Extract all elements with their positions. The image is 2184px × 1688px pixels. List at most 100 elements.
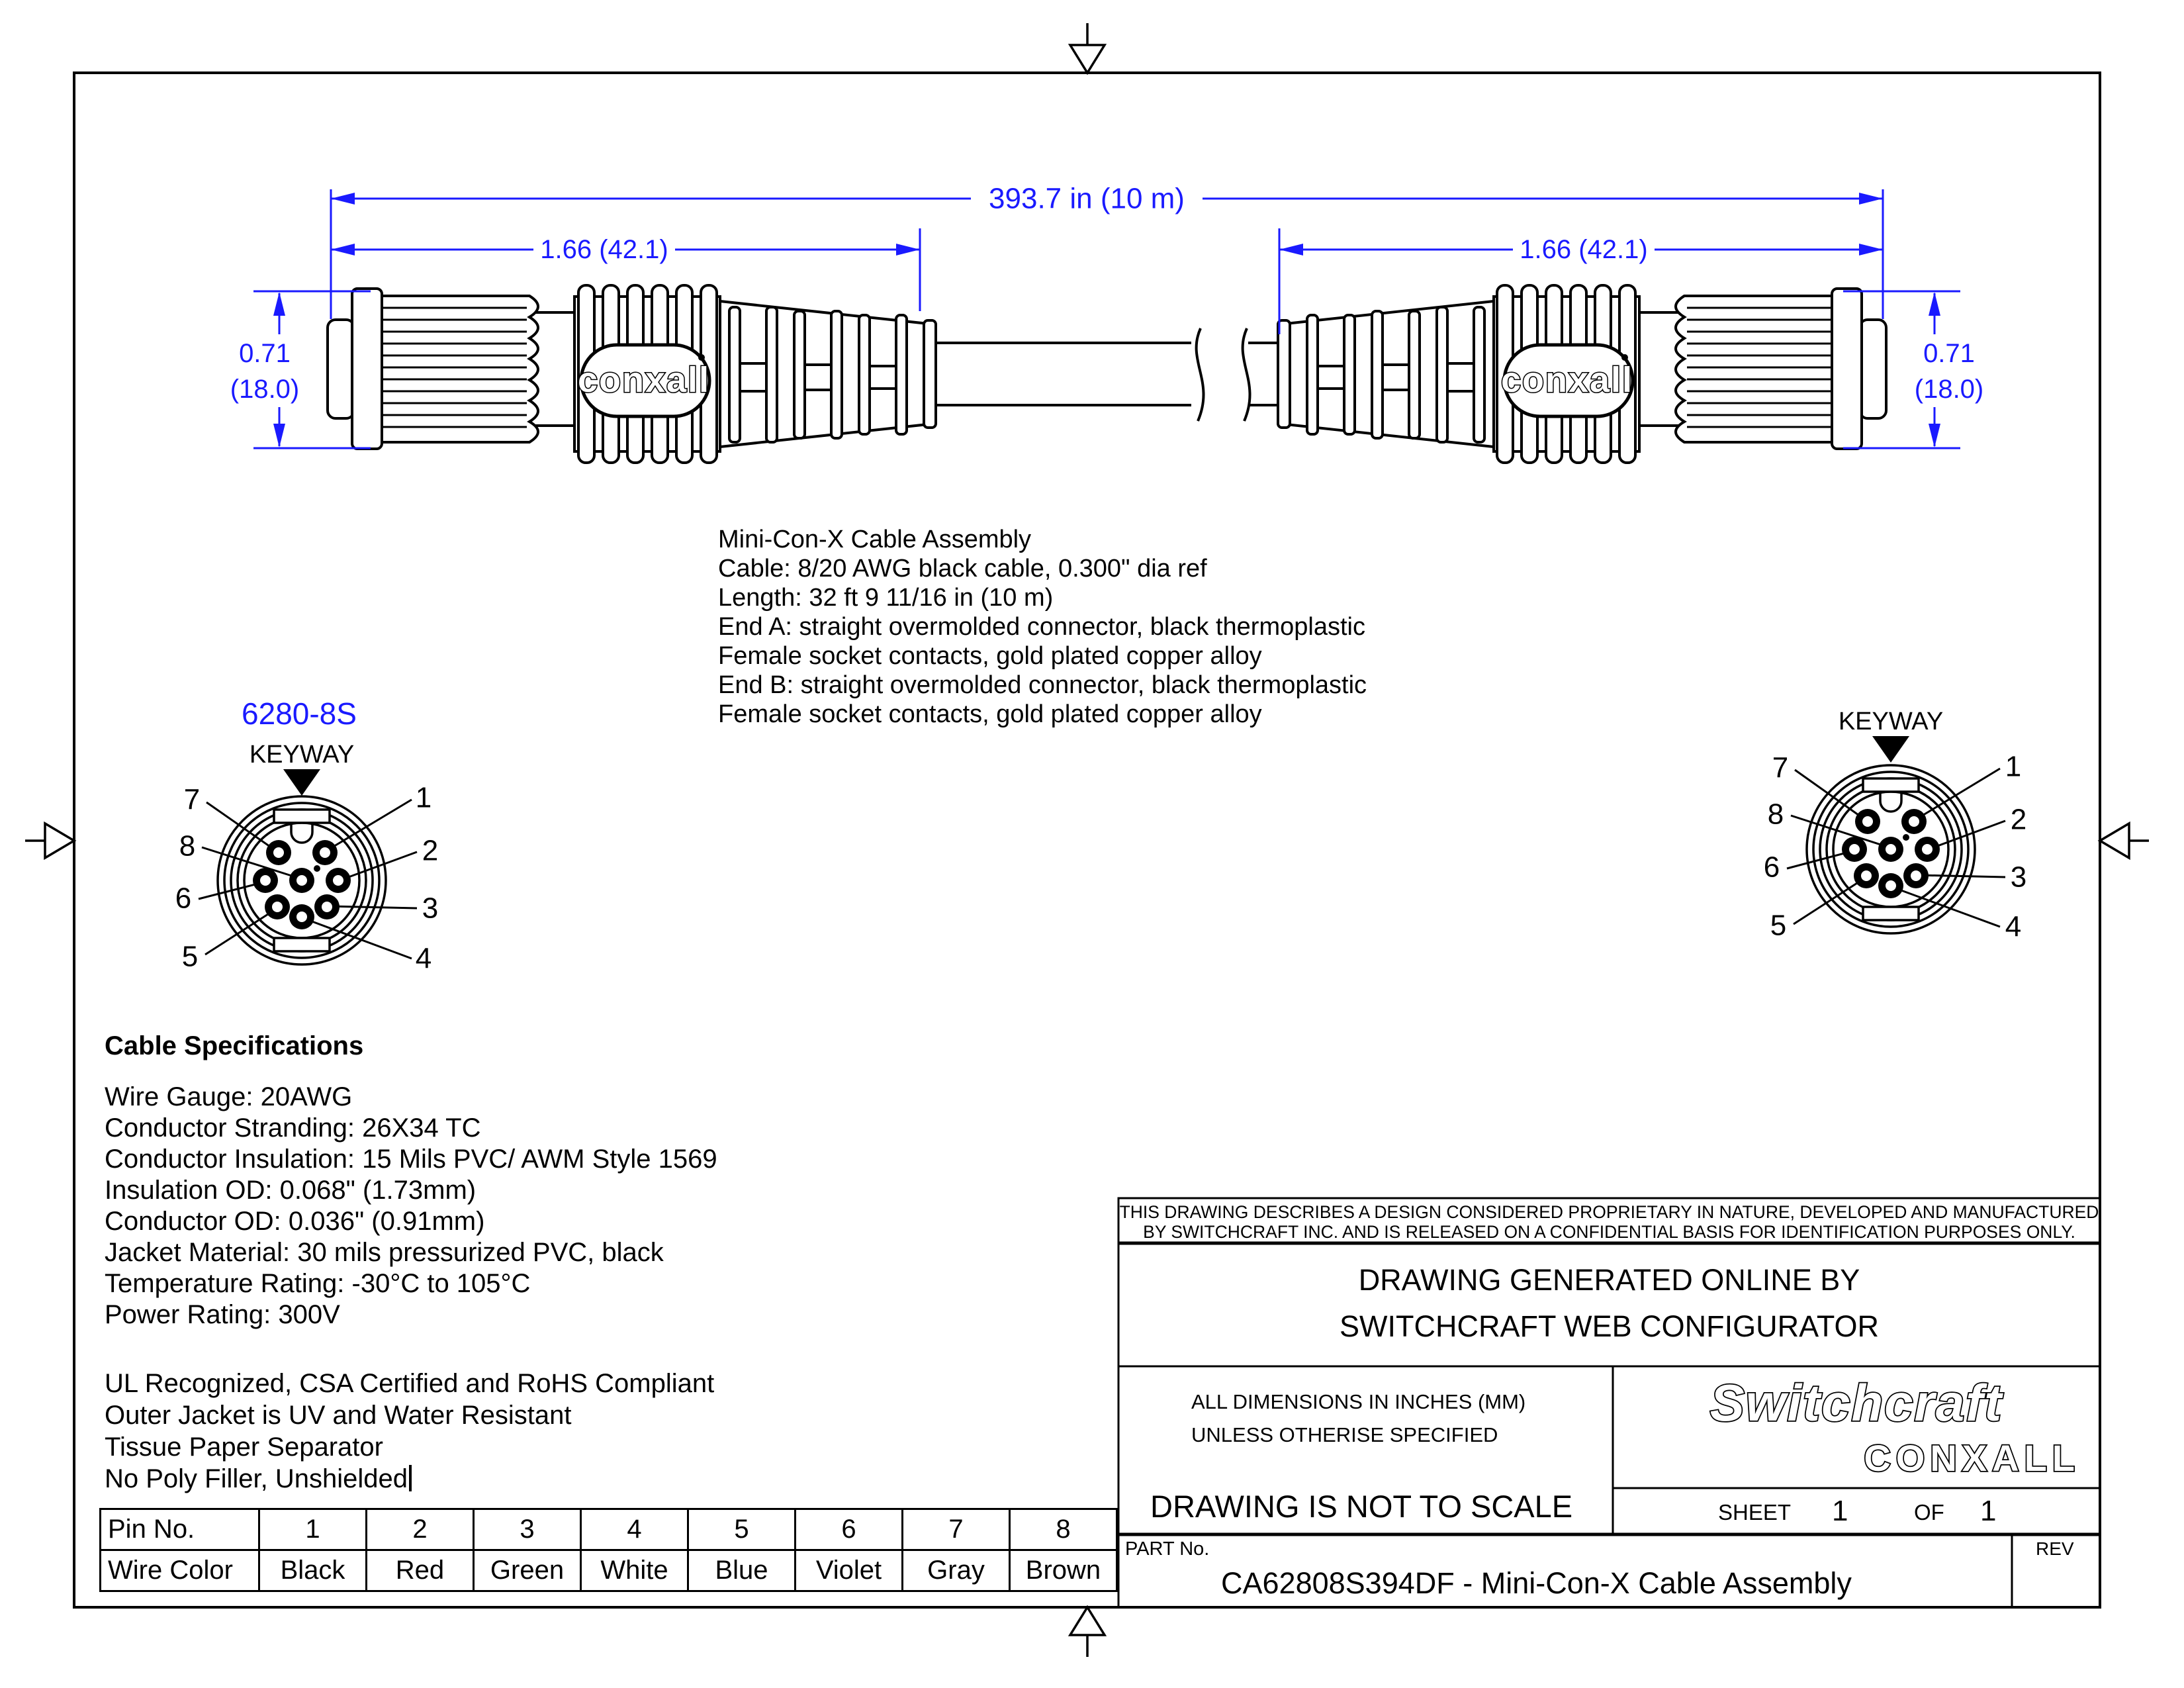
text-caret	[409, 1465, 412, 1491]
table-row: Wire Color Black Red Green White Blue Vi…	[99, 1549, 1118, 1592]
compliance-line: Tissue Paper Separator	[105, 1432, 383, 1462]
end-b-pin-labels: 1 2 3 4 5 6 7 8	[1764, 751, 2026, 943]
pin-label: 2	[2011, 804, 2026, 836]
spec-line: Insulation OD: 0.068" (1.73mm)	[105, 1176, 477, 1205]
pin-number-cell: 7	[901, 1508, 1011, 1551]
dimensions-note-line-1: ALL DIMENSIONS IN INCHES (MM)	[1191, 1390, 1526, 1413]
pin-number-cell: 2	[365, 1508, 475, 1551]
table-row: Pin No. 1 2 3 4 5 6 7 8	[99, 1508, 1118, 1551]
pin-number-cell: 3	[473, 1508, 582, 1551]
pin-label: 8	[179, 830, 195, 863]
wire-color-cell: Gray	[901, 1549, 1011, 1592]
end-a-length-label: 1.66 (42.1)	[540, 235, 668, 264]
of-label: OF	[1914, 1500, 1944, 1524]
end-b-brand-text: conxall	[1501, 360, 1633, 400]
wire-color-cell: Blue	[687, 1549, 796, 1592]
compliance-line-text: No Poly Filler, Unshielded	[105, 1464, 408, 1493]
pin-number-cell: 5	[687, 1508, 796, 1551]
brand-logo-line-1: Switchcraft	[1710, 1374, 2003, 1432]
end-b-keyway-label: KEYWAY	[1839, 708, 1943, 735]
pin-label: 1	[416, 782, 432, 814]
spec-line: Temperature Rating: -30°C to 105°C	[105, 1269, 531, 1298]
proprietary-line: THIS DRAWING DESCRIBES A DESIGN CONSIDER…	[1119, 1202, 2099, 1222]
generated-by-line-1: DRAWING GENERATED ONLINE BY	[1358, 1263, 1860, 1297]
wire-color-cell: Violet	[794, 1549, 903, 1592]
cable-specs-title: Cable Specifications	[105, 1031, 364, 1060]
pin-label: 2	[422, 835, 438, 867]
end-a-brand-text: conxall	[578, 360, 710, 400]
compliance-line: No Poly Filler, Unshielded	[105, 1463, 714, 1495]
proprietary-statement: THIS DRAWING DESCRIBES A DESIGN CONSIDER…	[1118, 1202, 2100, 1242]
assembly-notes: Mini-Con-X Cable Assembly Cable: 8/20 AW…	[718, 525, 1367, 729]
pin-label: 6	[1764, 851, 1780, 884]
dimension-labels: 393.7 in (10 m) 1.66 (42.1) 1.66 (42.1) …	[230, 183, 1984, 404]
pin-label: 5	[182, 941, 198, 973]
generated-by-line-2: SWITCHCRAFT WEB CONFIGURATOR	[1340, 1309, 1879, 1343]
note-line: Female socket contacts, gold plated copp…	[718, 642, 1262, 670]
part-number-label: PART No.	[1125, 1538, 1210, 1560]
end-b-leaders	[1786, 767, 2006, 928]
spec-line: Wire Gauge: 20AWG	[105, 1082, 353, 1111]
cable-break-mark	[1195, 328, 1205, 422]
centering-marks	[25, 23, 2149, 1657]
end-a-part-label: 6280-8S	[242, 696, 357, 731]
spec-line: Jacket Material: 30 mils pressurized PVC…	[105, 1238, 664, 1267]
pin-label: 4	[416, 943, 432, 975]
pin-label: 3	[2011, 861, 2026, 894]
end-b-length-label: 1.66 (42.1)	[1520, 235, 1647, 264]
note-line: End B: straight overmolded connector, bl…	[718, 671, 1367, 699]
compliance-line: UL Recognized, CSA Certified and RoHS Co…	[105, 1369, 715, 1398]
brand-logo-line-2: CONXALL	[1864, 1437, 2080, 1479]
note-line: Cable: 8/20 AWG black cable, 0.300" dia …	[718, 555, 1207, 583]
pin-label: 1	[2005, 751, 2021, 783]
spec-line: Conductor Stranding: 26X34 TC	[105, 1113, 481, 1143]
compliance-line: Outer Jacket is UV and Water Resistant	[105, 1401, 572, 1430]
overall-length-label: 393.7 in (10 m)	[989, 183, 1185, 215]
spec-line: Conductor Insulation: 15 Mils PVC/ AWM S…	[105, 1145, 717, 1174]
not-to-scale-note: DRAWING IS NOT TO SCALE	[1150, 1489, 1573, 1524]
keyway-arrow-icon	[1872, 736, 1909, 763]
pin-wire-color-table: Pin No. 1 2 3 4 5 6 7 8 Wire Color Black…	[99, 1508, 1118, 1592]
note-line: Mini-Con-X Cable Assembly	[718, 526, 1032, 553]
wire-color-cell: Black	[258, 1549, 367, 1592]
of-number: 1	[1980, 1495, 1997, 1527]
end-a-pinout: 6280-8S KEYWAY 1	[175, 696, 438, 975]
wire-color-row-label: Wire Color	[99, 1549, 260, 1592]
part-number-value: CA62808S394DF - Mini-Con-X Cable Assembl…	[1221, 1566, 1852, 1600]
pin-label: 7	[1772, 752, 1788, 784]
compliance-notes: UL Recognized, CSA Certified and RoHS Co…	[105, 1368, 714, 1495]
pin-row-label: Pin No.	[99, 1508, 260, 1551]
end-a-dia-label-1: 0.71	[239, 339, 291, 368]
pin-label: 5	[1770, 910, 1786, 942]
end-a-pin-labels: 1 2 3 4 5 6 7 8	[175, 782, 438, 975]
cable	[936, 328, 1278, 422]
brand-ovals: conxall conxall	[576, 343, 1635, 418]
note-line: End A: straight overmolded connector, bl…	[718, 613, 1365, 641]
proprietary-line: BY SWITCHCRAFT INC. AND IS RELEASED ON A…	[1143, 1222, 2075, 1242]
pin-label: 7	[184, 784, 200, 816]
rev-label: REV	[2036, 1538, 2074, 1559]
end-b-pins	[1842, 809, 1940, 898]
pin-label: 6	[175, 882, 191, 915]
brand-logo: Switchcraft CONXALL	[1613, 1366, 2100, 1488]
keyway-arrow-icon	[283, 769, 320, 796]
title-block-grid	[1117, 1197, 2101, 1609]
note-line: Length: 32 ft 9 11/16 in (10 m)	[718, 584, 1054, 612]
end-b-pinout: KEYWAY 1 2	[1764, 708, 2026, 943]
wire-color-cell: White	[580, 1549, 689, 1592]
end-b-dia-label-2: (18.0)	[1915, 375, 1984, 404]
pin-number-cell: 8	[1009, 1508, 1118, 1551]
spec-line: Conductor OD: 0.036" (0.91mm)	[105, 1207, 485, 1236]
dimensions-note-line-2: UNLESS OTHERISE SPECIFIED	[1191, 1423, 1498, 1446]
pin-number-cell: 4	[580, 1508, 689, 1551]
wire-color-cell: Red	[365, 1549, 475, 1592]
note-line: Female socket contacts, gold plated copp…	[718, 700, 1262, 728]
pin-number-cell: 1	[258, 1508, 367, 1551]
cable-break-mark	[1241, 328, 1251, 422]
pin-label: 8	[1768, 798, 1784, 831]
cable-specs-list: Wire Gauge: 20AWG Conductor Stranding: 2…	[105, 1082, 717, 1331]
pin-label: 4	[2005, 911, 2021, 943]
sheet-label: SHEET	[1718, 1500, 1792, 1524]
